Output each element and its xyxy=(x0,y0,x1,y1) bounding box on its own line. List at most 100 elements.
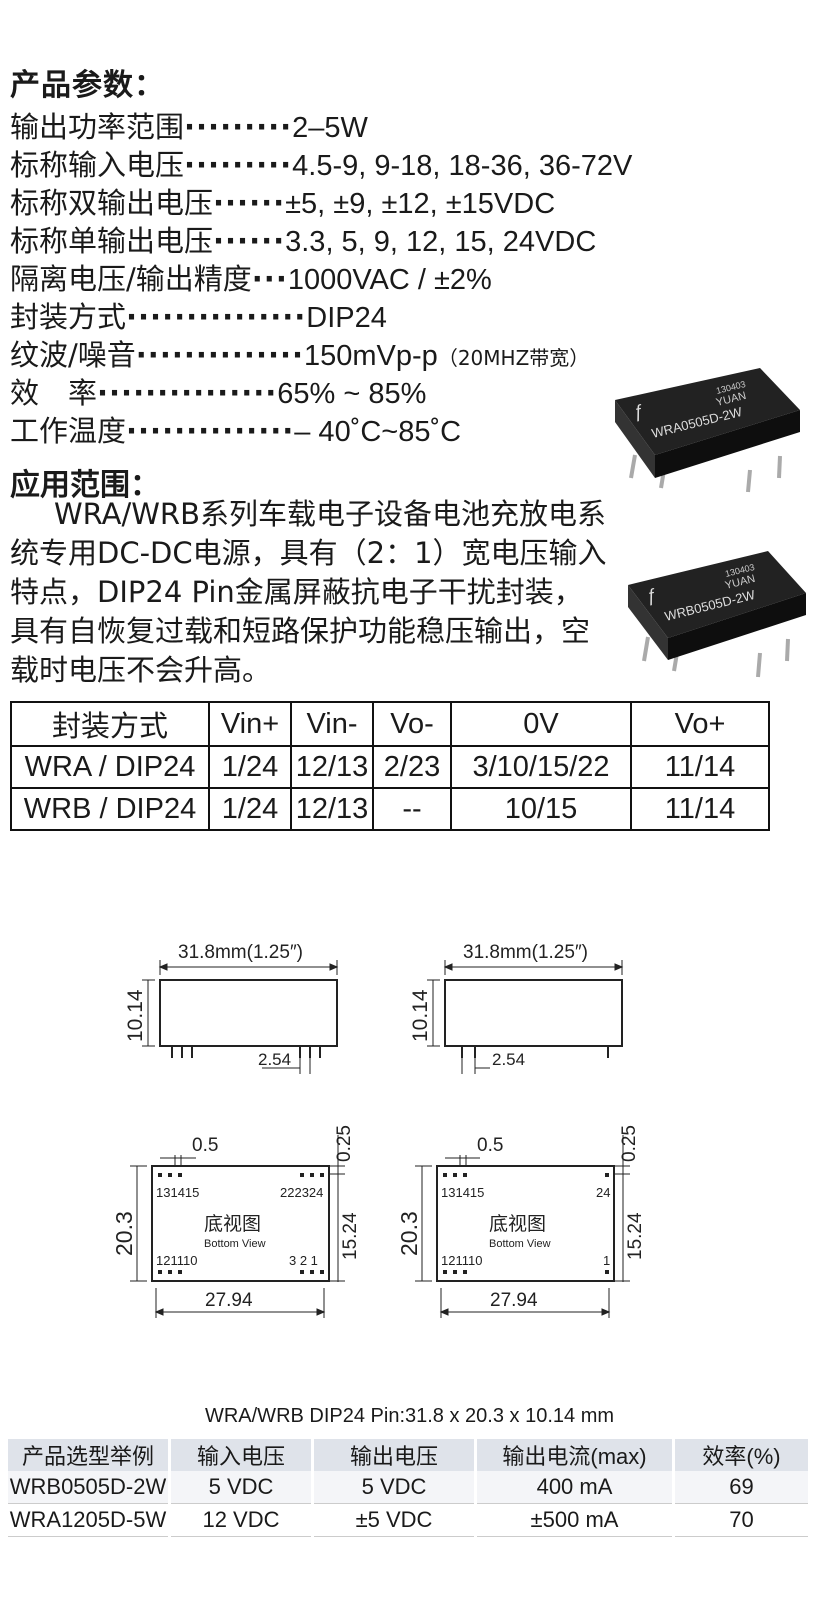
dim-pin-width-right: 0.5 xyxy=(477,1135,503,1156)
pin-numbers: 121110 xyxy=(156,1253,197,1268)
bottom-view-label: 底视图 xyxy=(489,1213,546,1235)
pin-numbers: 24 xyxy=(596,1185,610,1200)
header-cell: Vo- xyxy=(372,701,452,747)
spec-row: 输出功率范围·········2–5W xyxy=(10,109,368,146)
product-photo-wrb: ƒ 130403 YUAN WRB0505D-2W xyxy=(628,551,806,678)
pin-numbers: 1 xyxy=(603,1253,610,1268)
spec-leader-dots: ·············· xyxy=(126,414,295,448)
spec-row: 效 率···············65% ~ 85% xyxy=(10,375,426,412)
header-cell: Vin- xyxy=(290,701,374,747)
bottom-view-label: 底视图 xyxy=(204,1213,261,1235)
pin-table-header: 封装方式 Vin+ Vin- Vo- 0V Vo+ xyxy=(10,701,770,747)
header-cell: Vin+ xyxy=(208,701,292,747)
header-cell: 输入电压 xyxy=(169,1439,314,1471)
cell: 70 xyxy=(673,1503,811,1537)
spec-value: – 40˚C~85˚C xyxy=(294,416,462,448)
spec-leader-dots: ······ xyxy=(213,224,286,258)
cell: 2/23 xyxy=(372,745,452,789)
application-paragraph: WRA/WRB系列车载电子设备电池充放电系统专用DC-DC电源，具有（2：1）宽… xyxy=(10,495,610,690)
cell: 1/24 xyxy=(208,745,292,789)
spec-label: 纹波/噪音 xyxy=(10,338,136,372)
section-title-params: 产品参数： xyxy=(10,68,165,103)
dim-length-right: 31.8mm(1.25″) xyxy=(463,942,588,963)
pin-numbers: 3 2 1 xyxy=(289,1253,318,1268)
spec-row: 标称单输出电压······3.3, 5, 9, 12, 15, 24VDC xyxy=(10,223,596,260)
header-cell: 封装方式 xyxy=(10,701,210,747)
header-cell: 0V xyxy=(450,701,632,747)
dim-pitch-left: 2.54 xyxy=(258,1050,291,1069)
spec-leader-dots: ······ xyxy=(213,186,286,220)
spec-value: DIP24 xyxy=(306,302,387,334)
pin-table: 封装方式 Vin+ Vin- Vo- 0V Vo+ WRA / DIP24 1/… xyxy=(10,701,770,831)
cell: 11/14 xyxy=(630,787,770,831)
header-cell: 输出电压 xyxy=(312,1439,477,1471)
table-row: WRB / DIP24 1/24 12/13 -- 10/15 11/14 xyxy=(10,787,770,831)
cell: 12/13 xyxy=(290,787,374,831)
dim-row-span-right: 15.24 xyxy=(625,1212,646,1260)
cell: 69 xyxy=(673,1471,811,1504)
model-table-header: 产品选型举例 输入电压 输出电压 输出电流(max) 效率(%) xyxy=(8,1439,811,1471)
pin-numbers: 121110 xyxy=(441,1253,482,1268)
model-table: 产品选型举例 输入电压 输出电压 输出电流(max) 效率(%) WRB0505… xyxy=(8,1439,811,1537)
header-cell: Vo+ xyxy=(630,701,770,747)
section-title-application: 应用范围： xyxy=(10,468,160,503)
dim-width-left: 20.3 xyxy=(111,1211,137,1256)
bottom-view-label-en: Bottom View xyxy=(489,1238,551,1250)
spec-row: 纹波/噪音··············150mVp-p（20MHZ带宽） xyxy=(10,337,589,376)
spec-value: ±5, ±9, ±12, ±15VDC xyxy=(285,188,556,220)
spec-value: 1000VAC / ±2% xyxy=(287,264,492,296)
dim-pitch-right: 2.54 xyxy=(492,1050,525,1069)
spec-row: 标称输入电压·········4.5-9, 9-18, 18-36, 36-72… xyxy=(10,147,632,184)
cell: WRB0505D-2W xyxy=(8,1471,171,1504)
dim-height-left: 10.14 xyxy=(124,989,147,1042)
cell: 1/24 xyxy=(208,787,292,831)
dim-pin-span-left: 27.94 xyxy=(205,1290,253,1311)
header-cell: 产品选型举例 xyxy=(8,1439,171,1471)
mechanical-drawings: 31.8mm(1.25″) 31.8mm(1.25″) 10.14 10.14 … xyxy=(111,942,646,1318)
spec-leader-dots: ········· xyxy=(184,148,293,182)
cell: 12 VDC xyxy=(169,1503,314,1537)
pin-numbers: 222324 xyxy=(280,1185,323,1200)
spec-value: 3.3, 5, 9, 12, 15, 24VDC xyxy=(285,226,597,258)
pin-numbers: 131415 xyxy=(441,1185,484,1200)
cell: 10/15 xyxy=(450,787,632,831)
bottom-view-label-en: Bottom View xyxy=(204,1238,266,1250)
spec-note: （20MHZ带宽） xyxy=(437,346,590,370)
dim-width-right: 20.3 xyxy=(396,1211,422,1256)
table-row: WRB0505D-2W 5 VDC 5 VDC 400 mA 69 xyxy=(8,1471,811,1504)
cell: 11/14 xyxy=(630,745,770,789)
cell: WRA1205D-5W xyxy=(8,1503,171,1537)
spec-value: 65% ~ 85% xyxy=(277,378,427,410)
header-cell: 效率(%) xyxy=(673,1439,811,1471)
chip-logo-icon: ƒ xyxy=(645,585,658,606)
spec-row: 封装方式···············DIP24 xyxy=(10,299,387,336)
dim-height-right: 10.14 xyxy=(409,989,432,1042)
spec-leader-dots: ··············· xyxy=(97,376,278,410)
spec-label: 标称单输出电压 xyxy=(10,224,214,258)
cell: 400 mA xyxy=(475,1471,675,1504)
dimensions-caption: WRA/WRB DIP24 Pin:31.8 x 20.3 x 10.14 mm xyxy=(204,1405,615,1427)
cell: ±500 mA xyxy=(475,1503,675,1537)
cell: WRA / DIP24 xyxy=(10,745,210,789)
dim-pin-span-right: 27.94 xyxy=(490,1290,538,1311)
table-row: WRA / DIP24 1/24 12/13 2/23 3/10/15/22 1… xyxy=(10,745,770,789)
dim-pin-width-left: 0.5 xyxy=(192,1135,218,1156)
cell: 3/10/15/22 xyxy=(450,745,632,789)
spec-label: 输出功率范围 xyxy=(10,110,185,144)
spec-label: 效 率 xyxy=(10,376,98,410)
spec-label: 隔离电压/输出精度 xyxy=(10,262,252,296)
dim-row-span-left: 15.24 xyxy=(340,1212,361,1260)
spec-value: 4.5-9, 9-18, 18-36, 36-72V xyxy=(292,150,633,182)
spec-label: 封装方式 xyxy=(10,300,127,334)
spec-leader-dots: ··· xyxy=(251,262,288,296)
spec-leader-dots: ········· xyxy=(184,110,293,144)
spec-label: 标称双输出电压 xyxy=(10,186,214,220)
cell: 12/13 xyxy=(290,745,374,789)
spec-label: 工作温度 xyxy=(10,414,127,448)
dim-length-left: 31.8mm(1.25″) xyxy=(178,942,303,963)
dim-offset-left: 0.25 xyxy=(334,1125,355,1162)
dim-offset-right: 0.25 xyxy=(619,1125,640,1162)
product-photo-wra: ƒ 130403 YUAN WRA0505D-2W xyxy=(615,368,800,493)
cell: ±5 VDC xyxy=(312,1503,477,1537)
spec-row: 隔离电压/输出精度···1000VAC / ±2% xyxy=(10,261,492,298)
